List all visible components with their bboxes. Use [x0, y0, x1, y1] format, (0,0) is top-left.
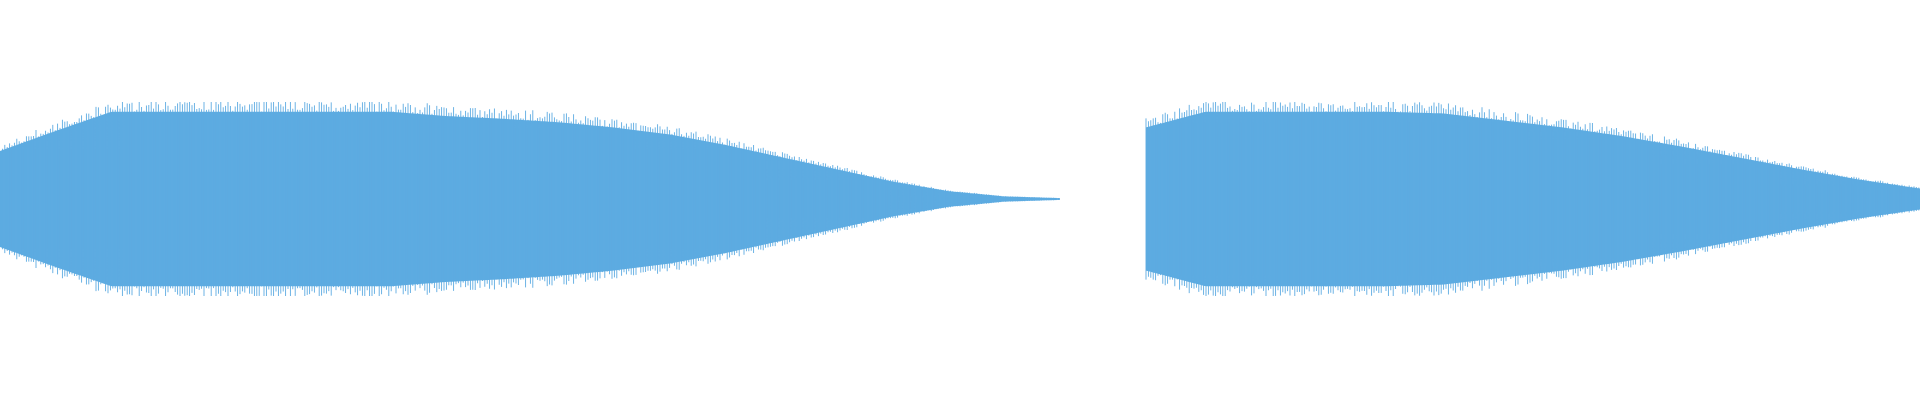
audio-clip-1[interactable]	[0, 102, 1060, 296]
clip-2-samples	[1145, 102, 1920, 296]
clip-1-samples	[0, 102, 1059, 296]
audio-clip-2[interactable]	[1145, 102, 1920, 296]
